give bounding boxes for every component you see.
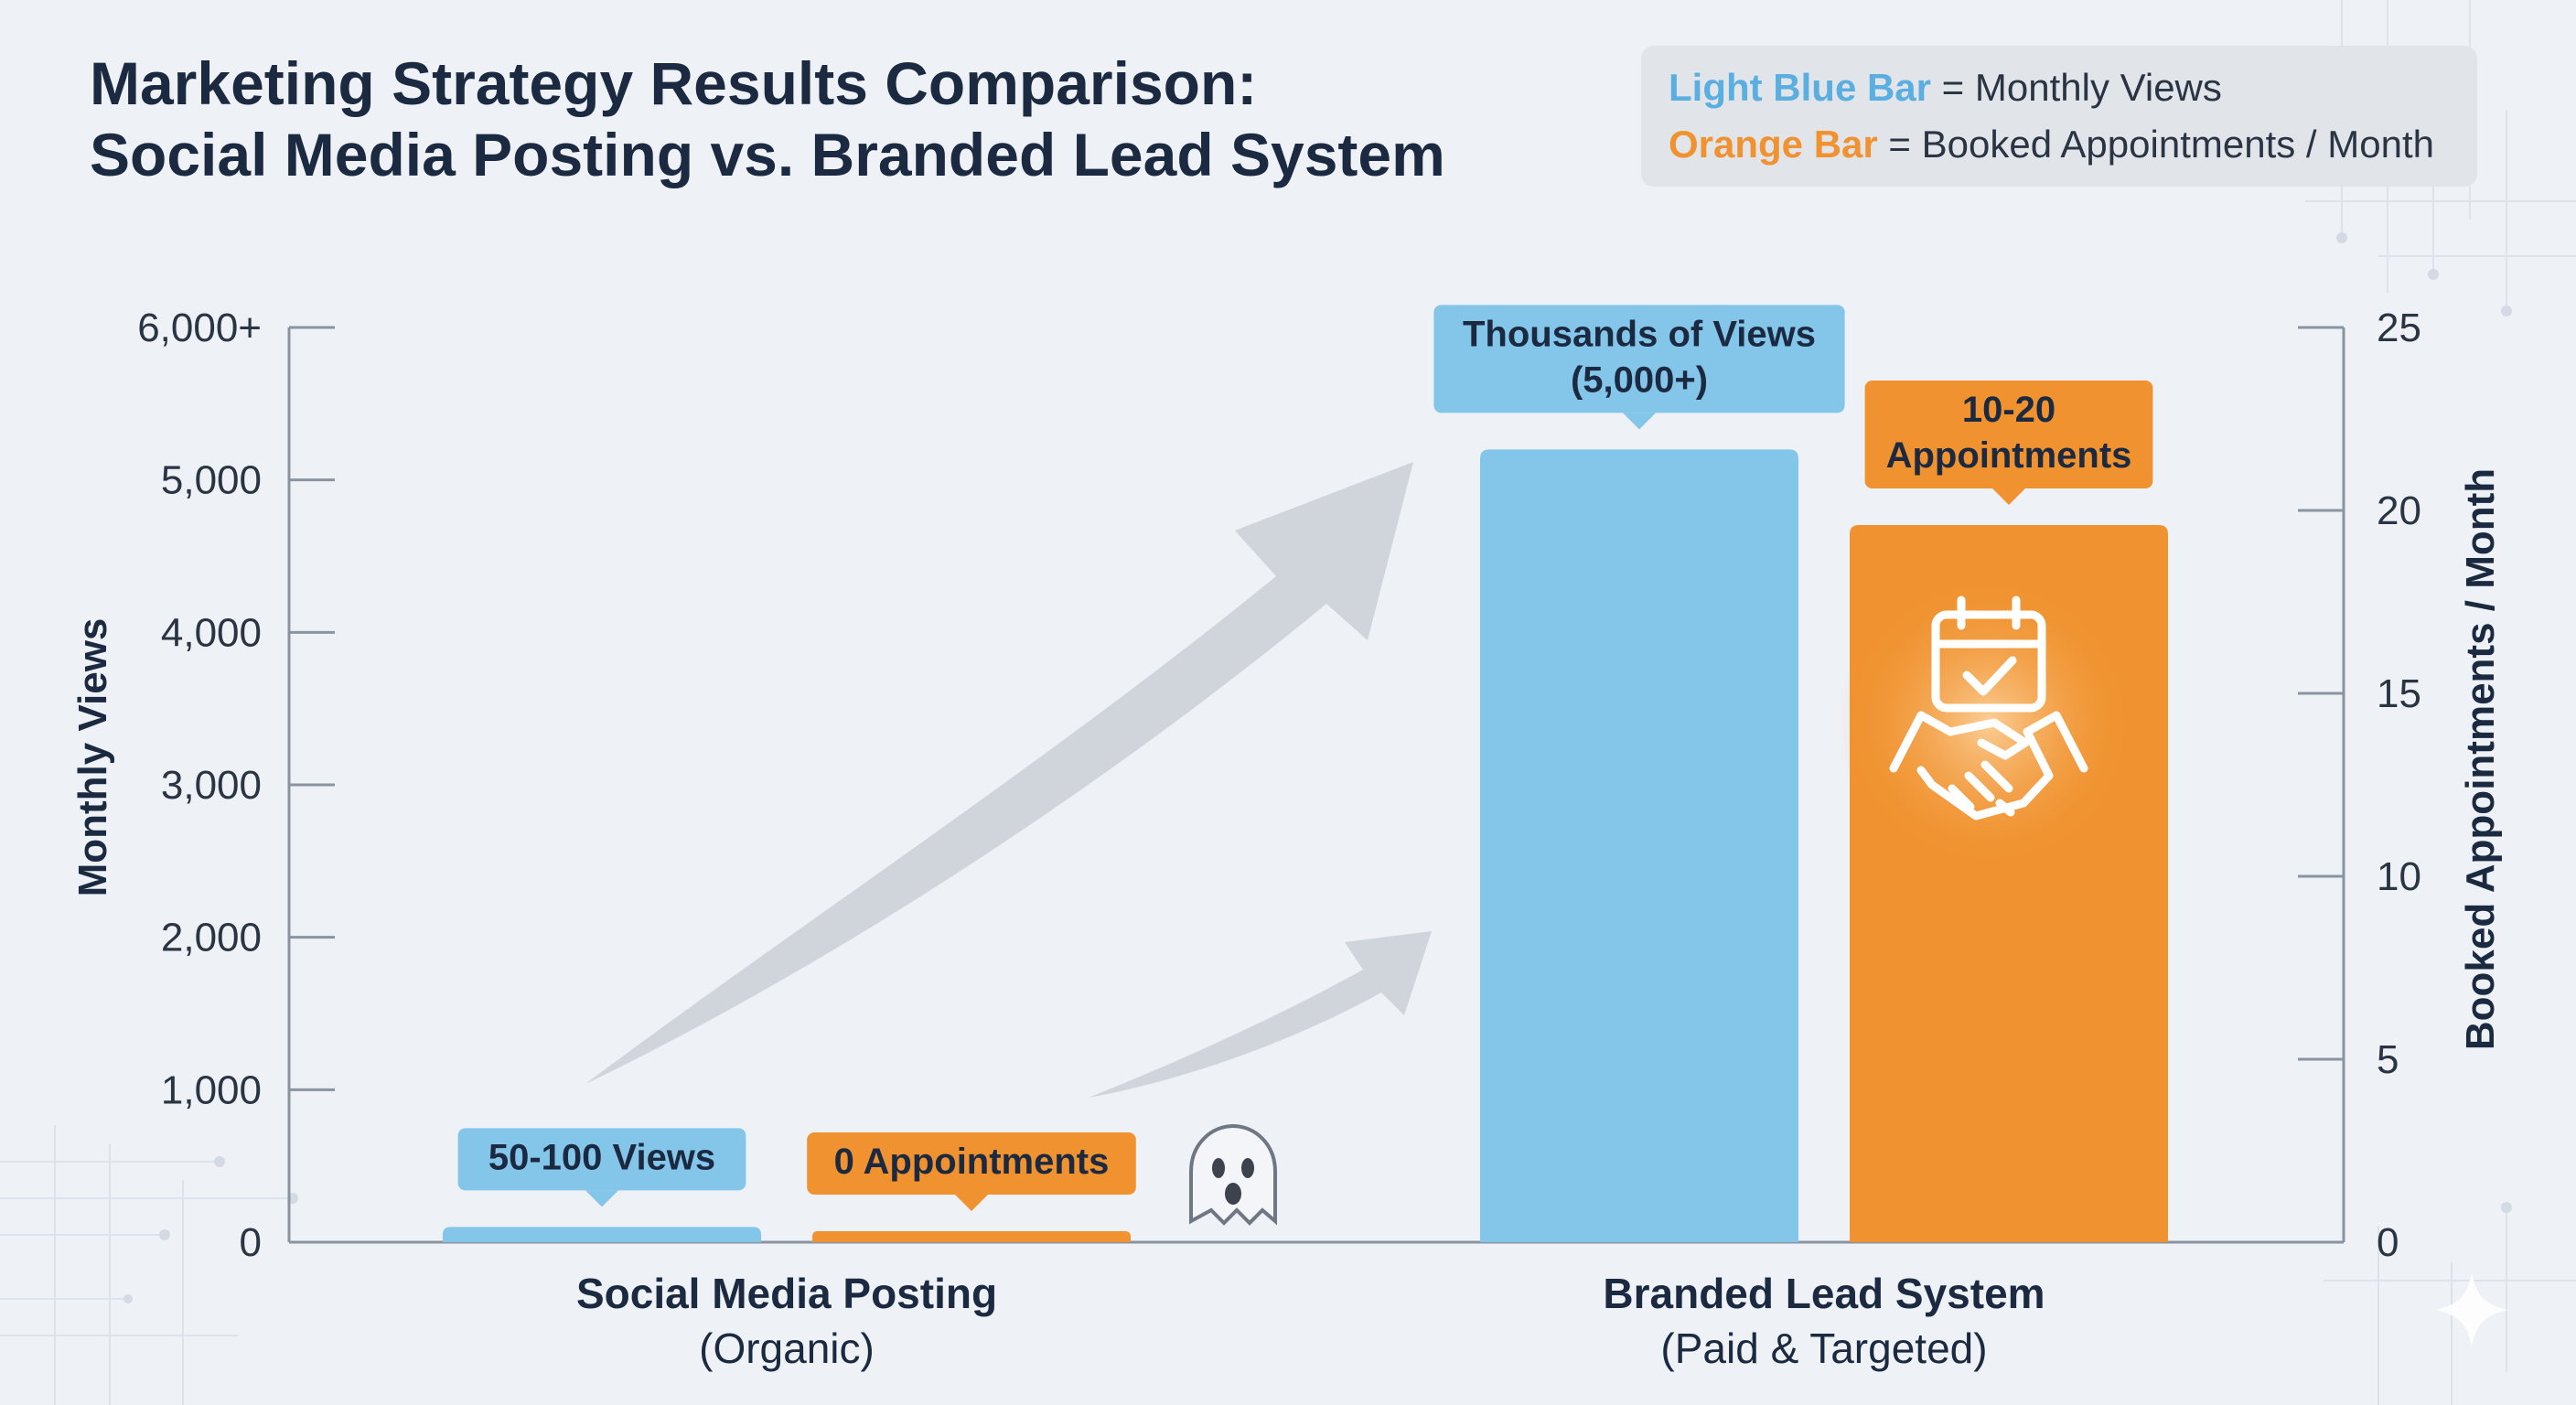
bar-views-1 [1480, 449, 1798, 1242]
left-tick-label: 0 [240, 1220, 262, 1265]
chart-title-line-2: Social Media Posting vs. Branded Lead Sy… [90, 121, 1445, 188]
handshake-icon [1889, 711, 2088, 820]
right-tick-label: 15 [2377, 671, 2421, 716]
left-axis-ticks: 0 1,000 2,000 3,000 4,000 5,000 6,000+ [137, 306, 335, 1265]
growth-arrow-views [585, 462, 1413, 1084]
chart-title: Marketing Strategy Results Comparison: S… [90, 48, 1445, 190]
annotation-pointer [585, 1190, 618, 1207]
legend-desc-views: = Monthly Views [1931, 66, 2222, 109]
annotation-box [1864, 381, 2153, 488]
appointment-bar-icons [1838, 572, 2140, 874]
category-sublabel: (Organic) [699, 1325, 875, 1372]
ghost-icon [1189, 1123, 1277, 1226]
growth-arrow-appointments [1089, 931, 1432, 1098]
annotation-box [457, 1128, 746, 1191]
left-tick-label: 6,000+ [137, 306, 262, 350]
annotation-label: Thousands of Views [1463, 314, 1816, 354]
left-tick-label: 3,000 [161, 763, 262, 808]
legend-item-views: Light Blue Bar = Monthly Views [1669, 66, 2222, 110]
annotation-label: Appointments [1886, 435, 2132, 476]
annotation-box [1433, 305, 1845, 413]
category-label: Branded Lead System [1603, 1270, 2045, 1317]
annotation-box [807, 1132, 1136, 1195]
calendar-check-icon [1931, 595, 2046, 713]
right-axis-ticks: 0 5 10 15 20 25 [2298, 306, 2421, 1265]
right-tick-label: 5 [2377, 1037, 2399, 1082]
annotation-label: (5,000+) [1571, 359, 1708, 400]
annotation-label: 0 Appointments [834, 1142, 1110, 1182]
left-tick-label: 1,000 [161, 1067, 262, 1112]
right-tick-label: 10 [2377, 854, 2421, 899]
annotation-pointer [1992, 488, 2025, 505]
annotation-label: 10-20 [1962, 390, 2055, 430]
legend-item-appointments: Orange Bar = Booked Appointments / Month [1669, 123, 2434, 166]
category-label: Social Media Posting [576, 1270, 997, 1317]
annotation-pointer [955, 1195, 988, 1211]
left-tick-label: 5,000 [161, 458, 262, 503]
legend-desc-appointments: = Booked Appointments / Month [1877, 123, 2434, 166]
left-tick-label: 2,000 [161, 916, 262, 960]
bar-views-0 [443, 1227, 761, 1242]
y-axis-right-title: Booked Appointments / Month [2458, 468, 2503, 1050]
legend-key-appointments: Orange Bar [1669, 123, 1878, 166]
bar-appointments-0 [812, 1231, 1131, 1242]
annotation-pointer [1623, 413, 1656, 430]
sparkle-icon [2435, 1273, 2508, 1346]
annotation-label: 50-100 Views [488, 1137, 715, 1177]
legend-key-views: Light Blue Bar [1669, 66, 1932, 109]
category-sublabel: (Paid & Targeted) [1660, 1325, 1987, 1372]
bar-annotations: 50-100 Views 0 Appointments Thousands of V… [457, 305, 2153, 1211]
right-tick-label: 0 [2377, 1220, 2399, 1265]
x-axis-categories: Social Media Posting (Organic) Branded Lea… [576, 1270, 2045, 1372]
legend: Light Blue Bar = Monthly Views Orange Ba… [1641, 46, 2477, 187]
right-tick-label: 25 [2377, 306, 2421, 350]
left-tick-label: 4,000 [161, 610, 262, 655]
right-tick-label: 20 [2377, 488, 2421, 533]
chart-title-line-1: Marketing Strategy Results Comparison: [90, 49, 1258, 117]
growth-arrows [585, 462, 1432, 1098]
y-axis-left-title: Monthly Views [70, 618, 115, 897]
